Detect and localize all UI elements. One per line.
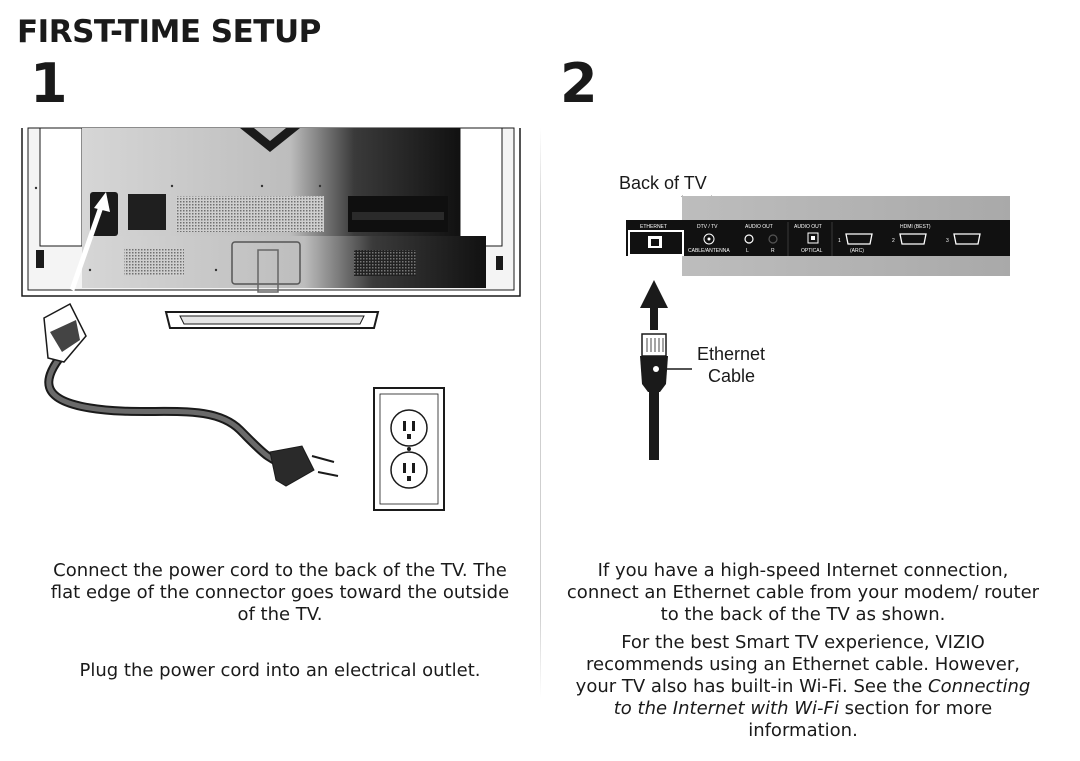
step-2-wifi-note: For the best Smart TV experience, VIZIO …	[566, 632, 1040, 742]
port-hdmi-label: HDMI (BEST)	[900, 224, 931, 230]
tv-ports-illustration: Back of TV ETHERNET DTV / TV CABLE/ANTEN…	[619, 173, 1010, 460]
step-2-instructions: If you have a high-speed Internet connec…	[566, 560, 1040, 625]
ethernet-cable-label-2: Cable	[708, 366, 755, 386]
wifi-note-text-a: For the best Smart TV experience, VIZIO …	[575, 632, 1020, 697]
step-2-number: 2	[560, 52, 598, 115]
port-audio-l: L	[746, 248, 749, 254]
back-of-tv-label: Back of TV	[619, 173, 707, 193]
column-divider	[540, 128, 541, 698]
step-1-instructions: Connect the power cord to the back of th…	[50, 560, 510, 625]
step-1-outlet-instructions: Plug the power cord into an electrical o…	[79, 660, 481, 681]
port-hdmi-1: 1	[838, 238, 841, 244]
port-hdmi-2: 2	[892, 238, 895, 244]
port-audio-out-1: AUDIO OUT	[745, 224, 773, 230]
port-hdmi-3: 3	[946, 238, 949, 244]
port-audio-r: R	[771, 248, 775, 254]
wifi-section-reference: Connecting to the Internet with Wi-Fi	[613, 676, 1031, 719]
port-arc-label: (ARC)	[850, 248, 864, 254]
tv-back-illustration	[21, 127, 521, 511]
port-dtv-sub: CABLE/ANTENNA	[688, 248, 730, 254]
port-optical-label: OPTICAL	[801, 248, 823, 254]
port-audio-out-2: AUDIO OUT	[794, 224, 822, 230]
step-1-number: 1	[30, 52, 68, 115]
ethernet-cable-label-1: Ethernet	[697, 344, 765, 364]
port-dtv-label: DTV / TV	[697, 224, 718, 230]
wifi-note-text-b: section for more information.	[748, 698, 993, 741]
port-ethernet-label: ETHERNET	[640, 224, 667, 230]
page-title: FIRST-TIME SETUP	[17, 14, 321, 50]
